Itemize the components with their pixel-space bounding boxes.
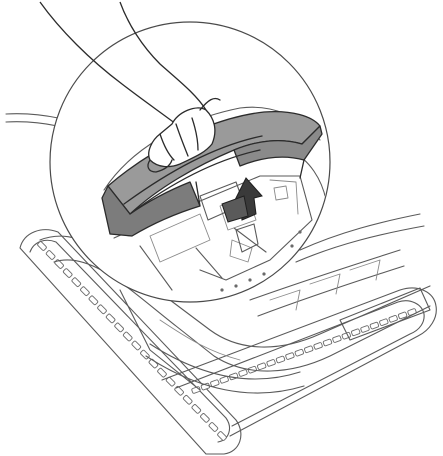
track-tread [157, 367, 167, 378]
arrow-up-icon [221, 177, 263, 223]
rear-vent [249, 213, 431, 341]
track-tread [257, 362, 267, 371]
track-tread [131, 340, 142, 351]
track-tread [182, 395, 193, 405]
track-tread [388, 315, 398, 323]
track-tread [62, 268, 73, 278]
track-tread [332, 335, 342, 343]
track-tread [88, 295, 99, 306]
track-tread [191, 404, 202, 414]
track-tread [208, 422, 219, 432]
zoom-detail [39, 1, 327, 292]
track-tread [360, 325, 370, 333]
track-tread [45, 250, 56, 260]
track-tread [369, 321, 380, 330]
track-tread [37, 241, 47, 251]
track-tread [80, 286, 90, 296]
track-tread [266, 359, 276, 367]
hand-fingers [148, 107, 216, 168]
track-tread [397, 311, 408, 320]
track-tread [97, 304, 107, 315]
robot-cleaner-body [5, 113, 437, 455]
track-tread [304, 345, 314, 354]
handle [101, 110, 323, 237]
hand-icon [39, 1, 221, 173]
track-tread [379, 318, 389, 326]
track-tread [238, 369, 248, 377]
track-tread [122, 331, 133, 342]
track-tread [313, 342, 323, 350]
right-track [161, 287, 437, 437]
track-tread [200, 413, 210, 423]
track-tread [294, 348, 304, 357]
track-tread [114, 322, 124, 333]
track-tread [351, 328, 361, 337]
left-track [19, 229, 242, 455]
handle-right-end [233, 125, 323, 167]
track-tread [285, 352, 295, 360]
track-tread [322, 338, 333, 347]
track-tread [275, 355, 286, 364]
track-tread [105, 313, 116, 324]
hand-arm [39, 1, 177, 125]
track-tread [210, 379, 220, 387]
track-tread [217, 431, 227, 441]
track-tread [219, 376, 229, 384]
track-tread [71, 277, 82, 287]
